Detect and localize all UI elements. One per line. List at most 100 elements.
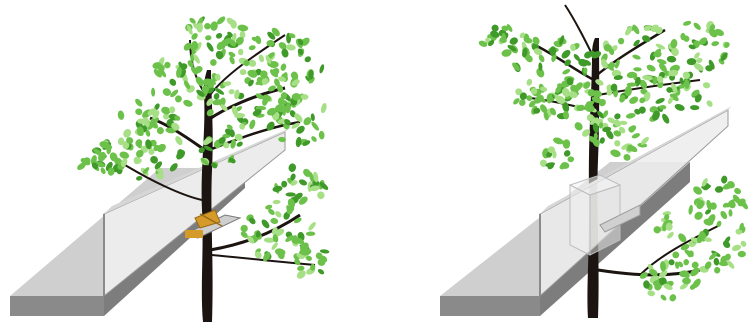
leaf <box>659 294 667 302</box>
leaf <box>693 210 705 221</box>
right-panel <box>440 5 749 318</box>
leaf <box>719 210 728 220</box>
leaf <box>631 132 641 139</box>
leaf <box>655 97 666 105</box>
left-panel <box>10 15 330 322</box>
leaf <box>236 141 244 148</box>
leaf <box>270 217 279 225</box>
leaf <box>702 82 710 89</box>
leaf <box>539 158 549 168</box>
leaf <box>319 64 326 74</box>
leaf <box>688 205 694 216</box>
leaf <box>594 133 598 140</box>
leaf <box>182 99 193 108</box>
leaf <box>204 23 211 30</box>
leaf <box>661 113 671 125</box>
leaf <box>293 257 302 266</box>
leaf <box>714 266 721 274</box>
leaf <box>286 192 296 196</box>
leaf <box>240 69 247 75</box>
leaf <box>281 180 287 187</box>
leaf <box>609 148 621 158</box>
leaf <box>666 55 676 63</box>
leaf <box>258 54 265 63</box>
leaf <box>613 139 621 147</box>
leaf <box>668 293 677 303</box>
leaf <box>721 175 728 184</box>
leaf <box>646 63 657 72</box>
leaf <box>205 35 212 41</box>
leaf <box>238 49 243 56</box>
leaf <box>122 128 133 139</box>
leaf <box>288 163 297 173</box>
leaf <box>320 102 328 113</box>
leaf <box>210 59 217 67</box>
leaf <box>151 88 155 97</box>
leaf <box>317 191 325 199</box>
leaf <box>134 138 143 148</box>
leaf <box>228 89 235 95</box>
leaf <box>711 40 720 46</box>
leaf <box>134 108 143 117</box>
leaf <box>683 259 689 266</box>
leaf <box>526 78 533 86</box>
leaf <box>538 54 546 63</box>
leaf <box>307 221 317 232</box>
leaf <box>310 135 318 143</box>
leaf <box>174 95 182 103</box>
leaf <box>633 67 642 71</box>
leaf <box>632 54 641 61</box>
leaf <box>622 153 632 162</box>
leaf <box>306 231 316 236</box>
leaf <box>647 290 656 297</box>
leaf <box>260 218 271 230</box>
leaf <box>248 119 256 130</box>
leaf <box>136 175 143 181</box>
leaf <box>599 137 606 145</box>
leaf <box>705 99 714 108</box>
leaf <box>652 225 662 235</box>
leaf <box>228 55 235 65</box>
leaf <box>272 185 283 193</box>
leaf <box>641 34 652 43</box>
leaf <box>674 103 686 112</box>
leaf <box>625 112 636 119</box>
leaf <box>690 105 700 110</box>
leaf <box>310 121 320 132</box>
leaf <box>682 20 691 27</box>
leaf <box>298 178 308 187</box>
leaf <box>215 32 223 40</box>
leaf <box>728 209 732 217</box>
leaf <box>248 44 256 51</box>
leaf <box>666 231 675 240</box>
leaf <box>738 251 746 258</box>
leaf <box>274 210 283 219</box>
leaf <box>237 24 248 32</box>
leaf <box>134 97 144 108</box>
leaf <box>567 156 574 162</box>
leaf <box>280 63 287 72</box>
leaf <box>733 187 742 196</box>
leaf <box>713 257 720 265</box>
leaf <box>560 48 572 60</box>
leaf <box>295 136 302 147</box>
leaf <box>304 55 313 63</box>
leaf <box>682 277 691 284</box>
left-glass-wall <box>104 128 290 296</box>
leaf <box>617 37 624 45</box>
leaf <box>205 41 215 53</box>
leaf <box>715 186 724 194</box>
leaf <box>317 268 325 276</box>
leaf <box>692 21 702 31</box>
leaf <box>117 110 125 120</box>
leaf <box>573 121 584 132</box>
leaf <box>562 68 572 76</box>
leaf <box>319 131 325 140</box>
leaf <box>272 200 280 205</box>
leaf <box>508 36 519 46</box>
leaf <box>628 95 640 105</box>
leaf <box>168 77 178 87</box>
leaf <box>100 167 107 175</box>
leaf <box>731 244 742 252</box>
